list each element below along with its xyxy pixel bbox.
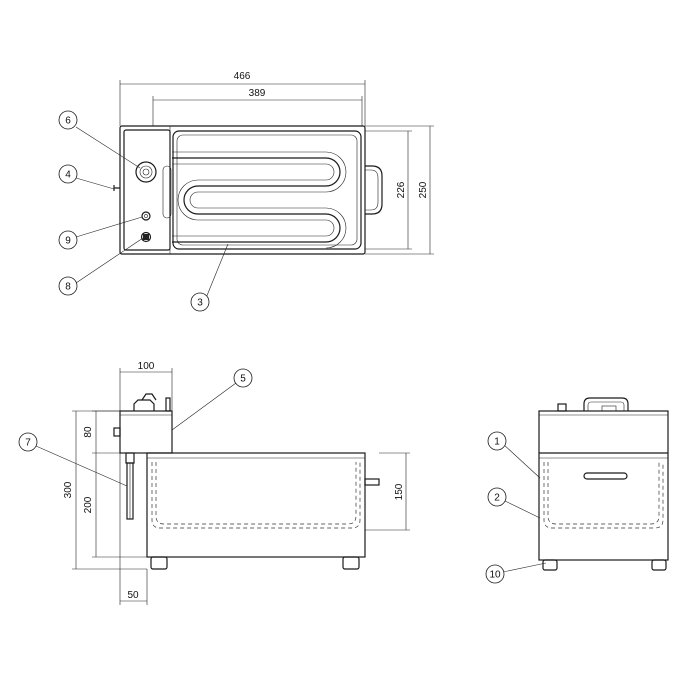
thermostat-knob	[135, 161, 157, 183]
dim-label-overall-width: 466	[234, 71, 251, 82]
dim-oil-depth: 150	[365, 452, 410, 531]
callout-6: 6	[58, 110, 78, 130]
svg-text:3: 3	[197, 298, 203, 309]
callout-4: 4	[58, 164, 78, 184]
power-cord-top	[113, 185, 120, 191]
top-handle	[365, 165, 383, 215]
indicator-lamp	[141, 211, 151, 221]
side-tank-body	[146, 452, 366, 558]
dim-overall-width: 466	[119, 71, 366, 126]
dim-label-inner-width: 389	[249, 88, 266, 99]
svg-text:7: 7	[25, 438, 31, 449]
dim-label-overall-height: 300	[63, 481, 74, 498]
svg-text:8: 8	[65, 282, 71, 293]
svg-text:9: 9	[65, 236, 71, 247]
svg-text:2: 2	[494, 493, 500, 504]
top-tank-opening	[172, 130, 362, 250]
svg-text:10: 10	[489, 570, 501, 581]
side-foot-left	[150, 556, 168, 570]
dim-overall-height: 300	[63, 410, 147, 570]
end-handle-slot	[583, 472, 628, 480]
top-outer-body	[119, 125, 366, 255]
callout-7: 7	[18, 432, 38, 452]
dim-label-oil-depth: 150	[394, 483, 405, 500]
top-view: 466 389 226 250	[113, 71, 434, 255]
end-body	[538, 410, 669, 561]
callout-10: 10	[485, 564, 505, 584]
end-foot-right	[651, 559, 667, 571]
callout-8: 8	[58, 276, 78, 296]
end-view	[538, 397, 669, 571]
power-switch	[140, 231, 152, 243]
callout-5: 5	[233, 368, 253, 388]
side-handle	[364, 478, 380, 486]
dim-label-control-height: 80	[83, 426, 94, 438]
callout-9: 9	[58, 230, 78, 250]
callout-2: 2	[487, 487, 507, 507]
svg-text:1: 1	[494, 437, 500, 448]
dim-inner-depth: 226	[365, 130, 412, 250]
svg-text:4: 4	[65, 170, 71, 181]
end-carry-handle	[583, 397, 629, 411]
end-foot-left	[542, 559, 558, 571]
dim-label-overall-depth: 250	[418, 181, 429, 198]
side-foot-right	[342, 556, 360, 570]
callouts: 6 4 9 8 3 5 7 1 2 10	[18, 110, 547, 584]
svg-text:5: 5	[240, 374, 246, 385]
dim-leg-offset: 50	[119, 453, 148, 605]
side-knob	[133, 399, 155, 411]
dim-label-inner-depth: 226	[396, 181, 407, 198]
dim-label-tank-height: 200	[83, 496, 94, 513]
dim-control-width: 100	[119, 361, 173, 411]
dim-label-control-width: 100	[138, 361, 155, 372]
svg-text:6: 6	[65, 116, 71, 127]
dim-inner-width: 389	[152, 88, 363, 126]
dim-label-leg-offset: 50	[127, 590, 139, 601]
callout-1: 1	[487, 431, 507, 451]
side-view: 100 80 200 300 150	[63, 361, 410, 605]
heating-element	[172, 157, 341, 243]
dim-overall-depth: 250	[365, 125, 434, 255]
callout-3: 3	[190, 292, 210, 312]
side-control-head	[119, 410, 173, 454]
dim-tank-height: 200	[83, 452, 147, 558]
